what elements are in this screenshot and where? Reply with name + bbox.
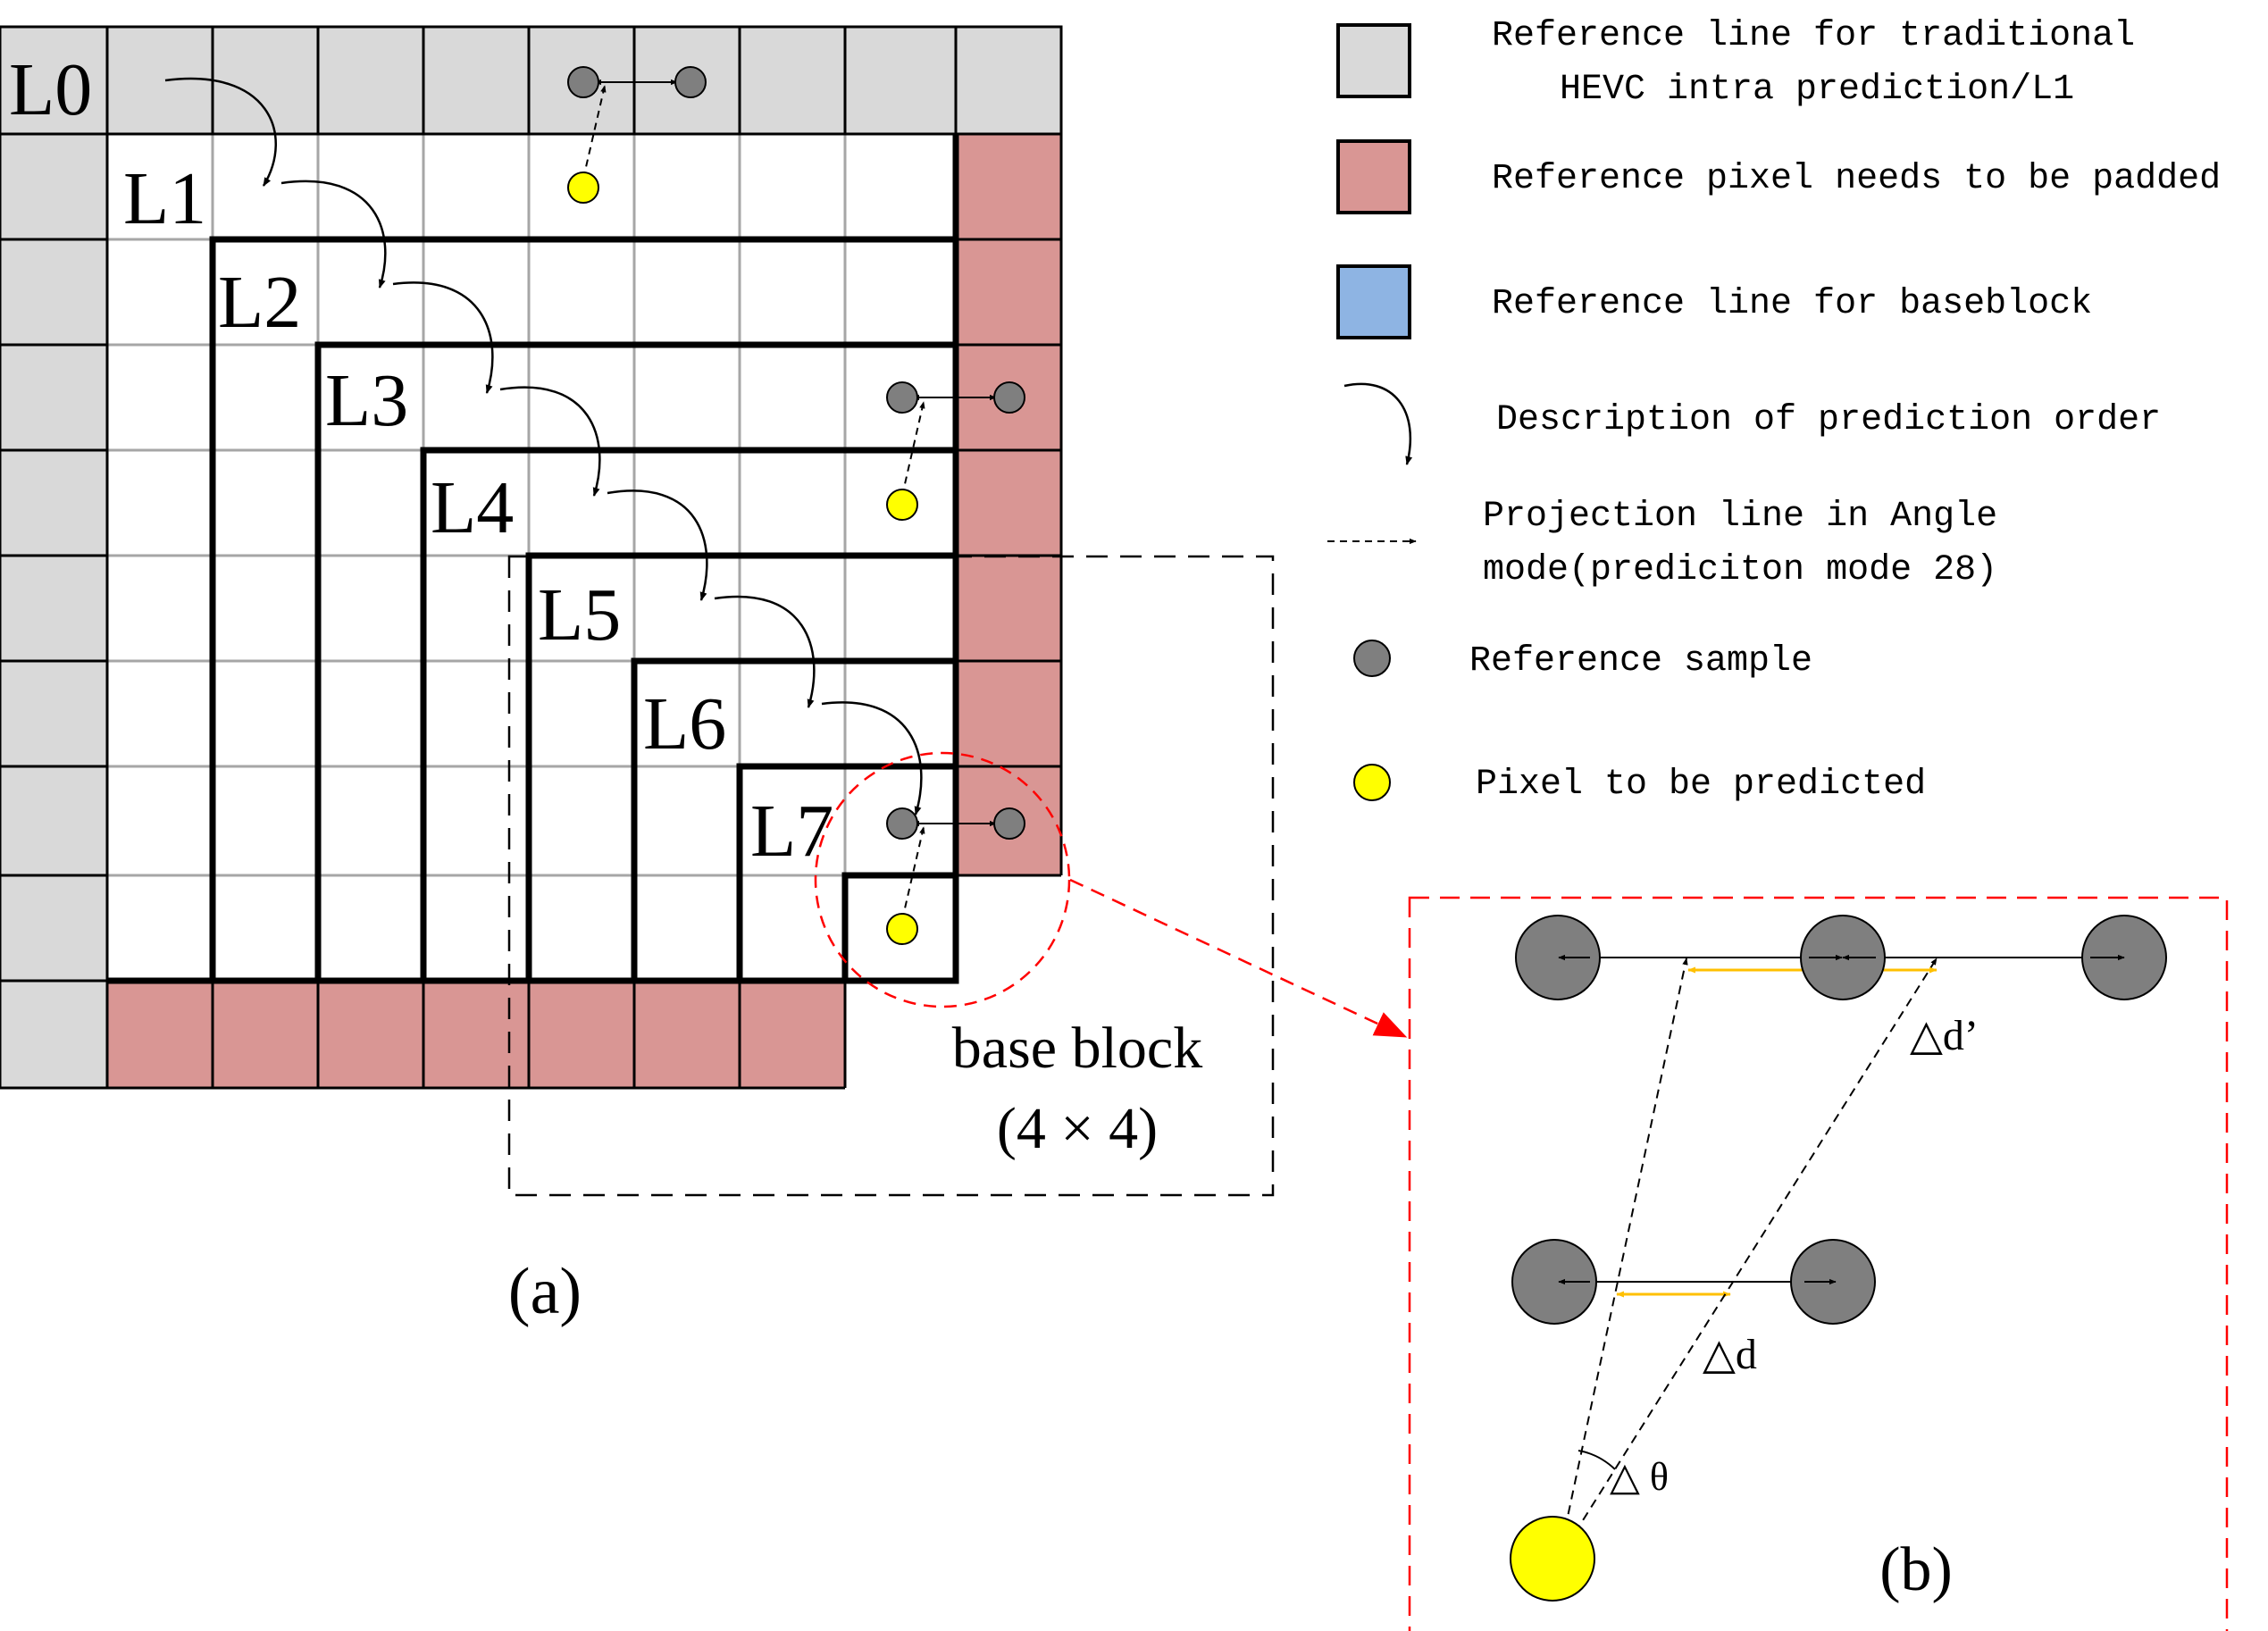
- legend-swatch-blue: [1336, 264, 1411, 339]
- yellow-circle-icon: [1353, 764, 1391, 801]
- label-l5: L5: [538, 573, 621, 657]
- order-arrow: [821, 701, 923, 816]
- padded-cells: [107, 134, 1061, 1088]
- panel-a: L0 L1 L2 L3 L4 L5 L6 L7: [0, 25, 1275, 1328]
- zoom-connector-arrow: [1069, 878, 1408, 1038]
- sample-group-middle: [886, 381, 1025, 521]
- zoom-circle: [814, 751, 1071, 1008]
- panel-b: △d’ △d △ θ (b): [1408, 896, 2229, 1631]
- order-arrow: [499, 386, 601, 497]
- label-l2: L2: [218, 261, 301, 344]
- delta-d-prime-label: △d’: [1910, 1012, 1979, 1059]
- order-arrow: [280, 180, 387, 289]
- label-l4: L4: [431, 466, 514, 549]
- prediction-order-arrows: [164, 78, 923, 816]
- label-l7: L7: [750, 790, 833, 873]
- reference-sample: [993, 381, 1025, 414]
- legend-text: Reference line for baseblock: [1492, 284, 2092, 324]
- sample-group-top: [567, 66, 707, 204]
- legend-text: HEVC intra prediction/L1: [1560, 70, 2074, 110]
- delta-d-label: △d: [1703, 1331, 1757, 1378]
- label-l1: L1: [123, 157, 206, 240]
- reference-sample: [886, 807, 918, 840]
- l0-reference-cells: [0, 27, 1061, 1088]
- legend-swatch-pink: [1336, 139, 1411, 214]
- reference-sample: [886, 381, 918, 414]
- label-l6: L6: [643, 682, 726, 765]
- label-l0: L0: [9, 48, 92, 131]
- angle-arc: [1578, 1450, 1616, 1470]
- reference-sample: [567, 66, 599, 98]
- reference-sample: [993, 807, 1025, 840]
- reference-sample: [1511, 1239, 1597, 1325]
- pixel-to-predict: [886, 913, 918, 945]
- zoom-box: [1408, 896, 2229, 1631]
- legend-text: Projection line in Angle: [1483, 497, 1997, 537]
- pixel-to-predict: [567, 171, 599, 204]
- gray-circle-icon: [1353, 640, 1391, 677]
- caption-b: (b): [1879, 1535, 1953, 1604]
- base-block-size: (4 × 4): [997, 1096, 1158, 1161]
- legend-text: Reference pixel needs to be padded: [1492, 159, 2221, 199]
- sample-groups: [567, 66, 1025, 945]
- legend-text: mode(prediciton mode 28): [1483, 550, 1997, 590]
- order-arrow: [607, 489, 708, 601]
- legend: Reference line for traditional HEVC intr…: [1327, 16, 2221, 805]
- reference-sample: [1515, 915, 1601, 1000]
- pixel-to-predict: [886, 489, 918, 521]
- label-l3: L3: [325, 359, 408, 442]
- caption-a: (a): [508, 1255, 582, 1328]
- pixel-to-predict: [1510, 1516, 1595, 1602]
- delta-theta-label: △ θ: [1610, 1455, 1669, 1499]
- sample-group-bottom: [886, 807, 1025, 945]
- order-arrow: [392, 281, 494, 394]
- reference-sample: [674, 66, 707, 98]
- legend-text: Reference sample: [1469, 641, 1812, 682]
- base-block-label: base block: [952, 1016, 1202, 1081]
- legend-text: Reference line for traditional: [1492, 16, 2135, 56]
- order-arrow: [714, 595, 816, 708]
- legend-text: Pixel to be predicted: [1476, 765, 1926, 805]
- line-labels: L0 L1 L2 L3 L4 L5 L6 L7: [9, 48, 833, 873]
- order-arrow: [164, 78, 277, 187]
- legend-swatch-gray: [1336, 23, 1411, 98]
- curved-arrow-icon: [1343, 382, 1413, 465]
- legend-text: Description of prediction order: [1496, 400, 2161, 440]
- base-block-box: [507, 555, 1275, 1197]
